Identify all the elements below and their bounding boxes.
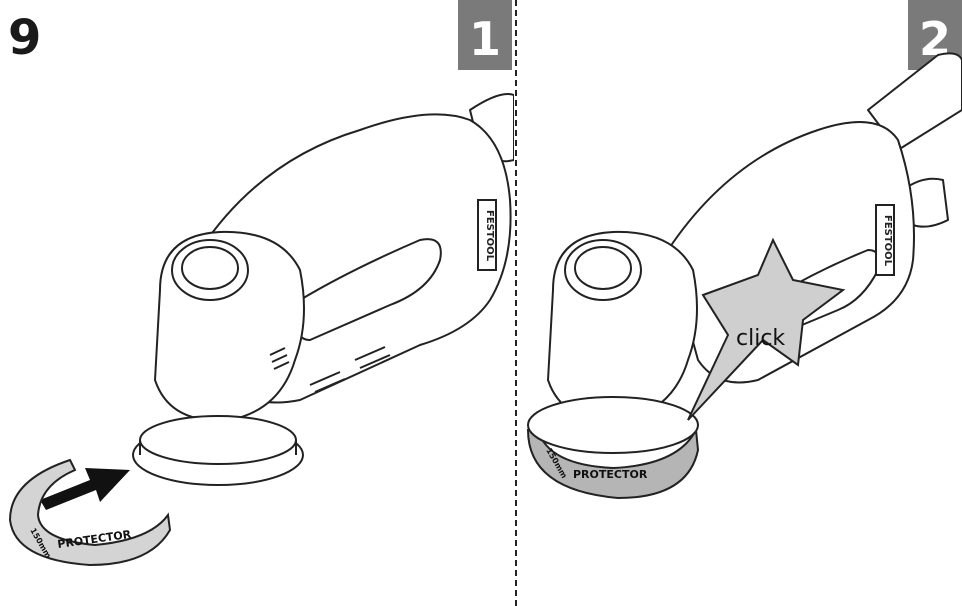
panel-step-1: FESTOOL PROTECTOR 150mm bbox=[8, 93, 514, 567]
sander-illustration-step-2: FESTOOL PROTECTOR 150mm click bbox=[526, 52, 962, 500]
protector-attached: PROTECTOR 150mm bbox=[526, 396, 700, 500]
click-callout: click bbox=[687, 237, 846, 421]
click-text: click bbox=[736, 326, 785, 351]
insert-arrow bbox=[40, 468, 130, 510]
step-badge-1: 1 bbox=[458, 0, 512, 70]
brand-plate: FESTOOL bbox=[477, 199, 497, 271]
protector-label-2: PROTECTOR bbox=[573, 468, 648, 481]
brand-text-2: FESTOOL bbox=[882, 215, 893, 267]
sander-illustration-step-1: FESTOOL PROTECTOR 150mm bbox=[8, 93, 514, 567]
brand-plate-2: FESTOOL bbox=[875, 204, 895, 276]
brand-text: FESTOOL bbox=[484, 210, 495, 262]
panel-step-2: FESTOOL PROTECTOR 150mm click bbox=[518, 0, 962, 606]
figure-number: 9 bbox=[8, 10, 42, 66]
panel-divider bbox=[515, 0, 517, 606]
